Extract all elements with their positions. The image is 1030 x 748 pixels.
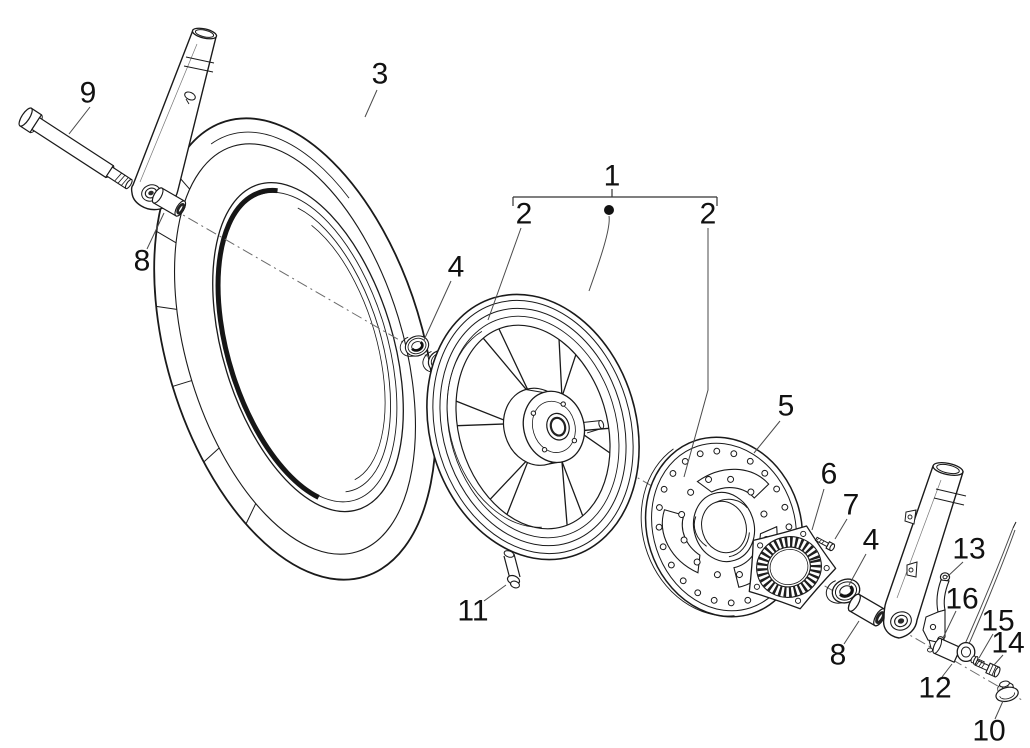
callout-label-7: 7 (843, 489, 860, 522)
callout-3: 3 (364, 58, 389, 118)
part-disc-screw (814, 536, 836, 552)
callout-15: 15 (978, 605, 1015, 659)
part-tone-wheel (748, 525, 837, 610)
part-screw-14 (974, 659, 1001, 678)
part-wheel-rim (426, 293, 640, 561)
callout-13: 13 (946, 533, 986, 578)
tone-wheel-holes (753, 530, 830, 604)
part-spacer-right (844, 591, 890, 629)
callout-14: 14 (991, 627, 1025, 666)
callout-9: 9 (68, 77, 97, 135)
callout-2-right: 2 (683, 198, 717, 478)
part-sensor-bracket (922, 572, 951, 653)
callout-4-top: 4 (423, 251, 465, 341)
wheel-hub (502, 387, 605, 466)
callout-label-4-right: 4 (863, 524, 880, 557)
callout-label-2-left: 2 (516, 198, 533, 231)
part-speed-sensor (932, 521, 1017, 663)
callout-16: 16 (942, 583, 979, 639)
part-nut (995, 680, 1019, 703)
callout-label-15: 15 (981, 605, 1014, 638)
callout-1-dot (604, 205, 614, 215)
callout-label-14: 14 (991, 627, 1024, 660)
callout-12: 12 (918, 663, 953, 705)
callout-8-right: 8 (830, 620, 860, 672)
callout-10: 10 (972, 700, 1006, 748)
callout-label-8-right: 8 (830, 639, 847, 672)
callout-1-bracket (512, 189, 718, 206)
tyre-bead (212, 182, 404, 513)
tread-grooves (156, 170, 257, 525)
callout-label-12: 12 (918, 672, 951, 705)
callout-label-13: 13 (952, 533, 985, 566)
callout-label-6: 6 (821, 458, 838, 491)
callout-1: 1 (604, 160, 621, 193)
leader-1 (588, 215, 610, 292)
callout-8-left: 8 (134, 212, 165, 278)
part-valve (503, 550, 521, 589)
callout-label-16: 16 (945, 583, 978, 616)
callout-label-5: 5 (778, 390, 795, 423)
part-tyre (153, 117, 437, 581)
callout-label-1: 1 (604, 160, 621, 193)
callout-6: 6 (811, 458, 838, 531)
callout-label-3: 3 (372, 58, 389, 91)
callout-label-11: 11 (457, 595, 488, 628)
callout-label-9: 9 (80, 77, 97, 110)
callout-7: 7 (834, 489, 860, 540)
part-axle (18, 107, 133, 190)
callout-label-2-right: 2 (700, 198, 717, 231)
callout-11: 11 (457, 584, 507, 628)
callout-4-right: 4 (848, 524, 880, 586)
callout-2-left: 2 (487, 198, 533, 321)
callout-label-8-left: 8 (134, 245, 151, 278)
callout-label-4-top: 4 (448, 251, 465, 284)
callout-label-10: 10 (972, 715, 1005, 748)
fork-leg-right (882, 462, 967, 639)
callout-5: 5 (753, 390, 795, 454)
